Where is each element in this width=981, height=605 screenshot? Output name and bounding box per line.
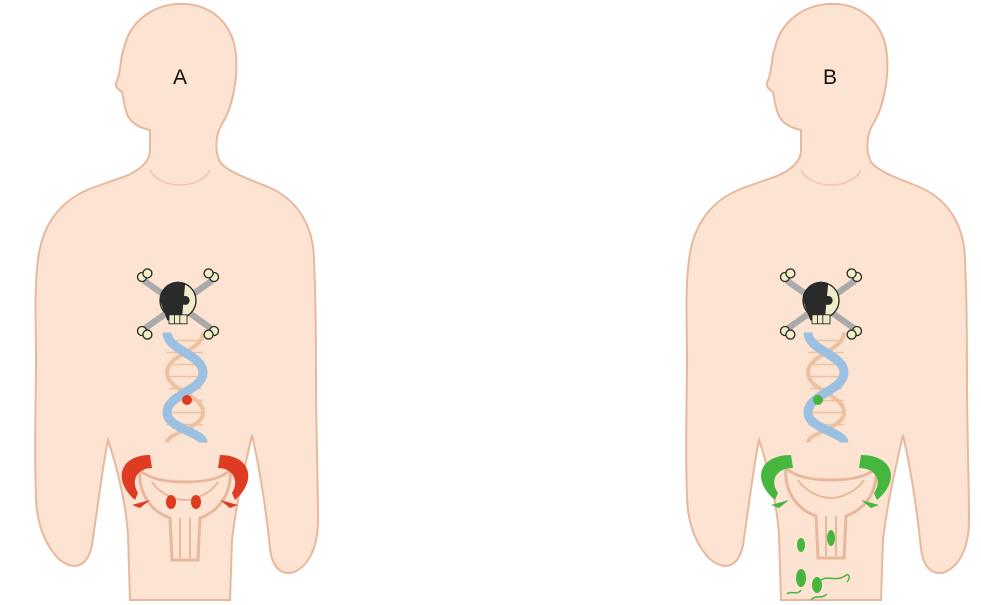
figure-b: B: [651, 0, 981, 605]
human-body-b: [651, 0, 981, 605]
cell-marker: [166, 495, 176, 509]
human-body-a: [0, 0, 330, 605]
panel-label-b: B: [823, 66, 837, 90]
dna-mutation-marker: [182, 395, 192, 405]
figure-a: A: [0, 0, 330, 605]
cell-marker: [191, 495, 201, 509]
panel-label-a: A: [173, 66, 187, 90]
dna-mutation-marker: [813, 395, 823, 405]
